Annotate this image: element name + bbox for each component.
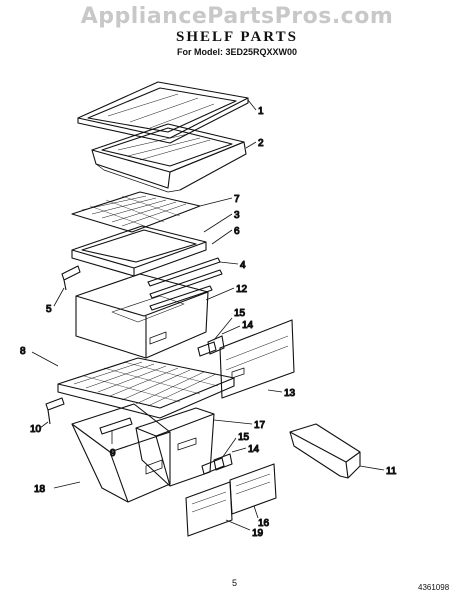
part-5-support-left[interactable] — [61, 265, 81, 291]
part-14-slide-upper[interactable] — [207, 335, 225, 355]
callout-14-lower: 14 — [248, 444, 260, 455]
callout-9: 9 — [110, 448, 116, 459]
part-9-rail[interactable] — [99, 417, 133, 435]
callout-8: 8 — [20, 346, 26, 357]
callout-15-lower: 15 — [238, 432, 250, 443]
callout-17: 17 — [254, 420, 266, 431]
callout-6: 6 — [234, 226, 240, 237]
model-subtitle: For Model: 3ED25RQXXW00 — [176, 47, 298, 57]
part-1-glass-shelf[interactable] — [77, 81, 249, 144]
part-13-crisper-front[interactable] — [219, 319, 295, 399]
callout-7: 7 — [234, 194, 240, 205]
page-number: 5 — [232, 578, 238, 588]
document-number: 4361098 — [418, 583, 450, 592]
part-10-support-left[interactable] — [45, 397, 65, 425]
part-7-grid-shelf[interactable] — [71, 191, 201, 233]
callout-labels: 1 2 7 3 6 4 5 12 15 14 8 13 10 9 17 15 1… — [19, 105, 397, 539]
part-12-crisper-bin[interactable] — [75, 273, 209, 359]
part-17-bin[interactable] — [135, 407, 215, 487]
part-19-front-panel[interactable] — [185, 481, 233, 537]
callout-19: 19 — [252, 528, 264, 539]
watermark: AppliancePartsPros.com — [80, 4, 394, 29]
callout-1: 1 — [258, 106, 264, 117]
callout-16: 16 — [258, 518, 270, 529]
callout-18: 18 — [34, 484, 46, 495]
part-18-bin[interactable] — [71, 403, 171, 503]
callout-14: 14 — [242, 320, 254, 331]
callout-2: 2 — [258, 138, 264, 149]
part-2-crisper-cover[interactable] — [91, 123, 247, 193]
callout-5: 5 — [46, 304, 52, 315]
leader-lines — [31, 99, 385, 531]
callout-13: 13 — [284, 388, 296, 399]
diagram-title: SHELF PARTS — [176, 29, 298, 45]
callout-3: 3 — [234, 210, 240, 221]
callout-12: 12 — [236, 284, 248, 295]
part-11-door-bin[interactable] — [289, 423, 361, 479]
part-4-rod[interactable] — [149, 269, 223, 311]
part-8-grid-shelf[interactable] — [57, 357, 235, 419]
part-14-slide-lower[interactable] — [213, 453, 233, 471]
callout-10: 10 — [30, 424, 42, 435]
part-15-slide-upper[interactable] — [197, 341, 217, 357]
part-16-front-panel[interactable] — [229, 463, 277, 515]
callout-15: 15 — [234, 308, 246, 319]
callout-4: 4 — [240, 260, 246, 271]
part-15-slide-lower[interactable] — [201, 457, 225, 475]
callout-11: 11 — [386, 466, 397, 477]
